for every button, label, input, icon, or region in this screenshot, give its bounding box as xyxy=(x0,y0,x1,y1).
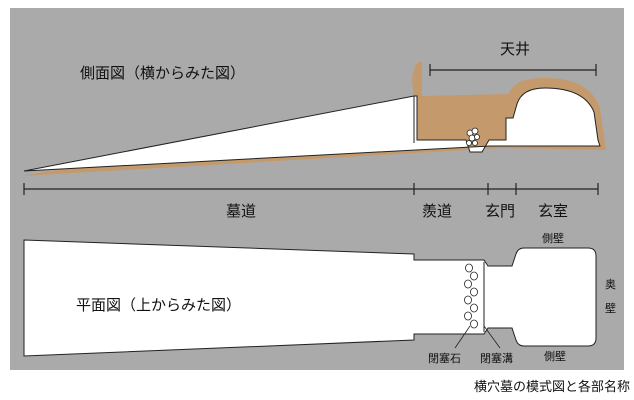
side-view-stones xyxy=(466,127,480,146)
section-label-genmon: 玄門 xyxy=(485,202,515,220)
side-view-corridor xyxy=(23,87,601,172)
section-label-bodo: 墓道 xyxy=(226,202,256,220)
back-wall-label-1: 奥 xyxy=(605,277,616,291)
leader-lines xyxy=(454,325,501,349)
ceiling-label: 天井 xyxy=(500,40,530,58)
side-wall-bottom-label: 側壁 xyxy=(544,349,566,363)
section-label-genshitsu: 玄室 xyxy=(538,202,568,220)
closing-groove-label: 閉塞溝 xyxy=(480,351,513,365)
side-wall-top-label: 側壁 xyxy=(542,231,564,245)
side-view-title: 側面図（横からみた図） xyxy=(80,64,245,82)
closing-stones xyxy=(464,263,478,329)
ceiling-bracket xyxy=(429,64,597,76)
section-dimension-line xyxy=(23,183,599,195)
plan-view-title: 平面図（上からみた図） xyxy=(76,296,241,314)
plan-view-shape xyxy=(23,239,597,357)
closing-stone-label: 閉塞石 xyxy=(428,351,461,365)
figure-caption: 横穴墓の模式図と各部名称 xyxy=(473,380,630,395)
back-wall-label-2: 壁 xyxy=(605,301,616,315)
section-label-sendo: 羨道 xyxy=(422,202,452,220)
